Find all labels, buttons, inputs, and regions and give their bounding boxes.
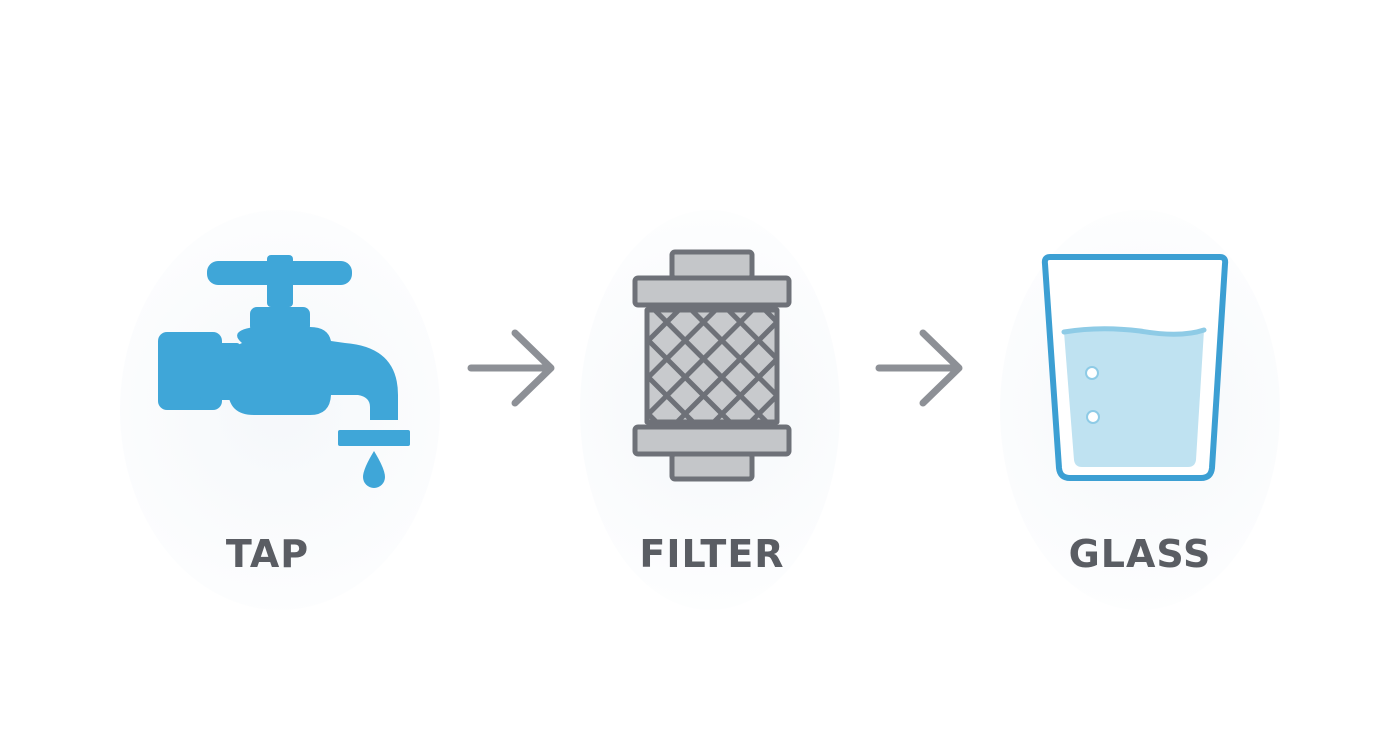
arrow-right-icon bbox=[875, 329, 963, 407]
filter-cartridge-icon bbox=[632, 249, 792, 482]
step-label-tap: TAP bbox=[225, 532, 310, 576]
step-label-glass: GLASS bbox=[1068, 532, 1212, 576]
faucet-icon bbox=[158, 255, 410, 488]
water-glass-icon bbox=[1041, 254, 1229, 481]
arrow-right-icon bbox=[467, 329, 555, 407]
step-label-filter: FILTER bbox=[639, 532, 785, 576]
